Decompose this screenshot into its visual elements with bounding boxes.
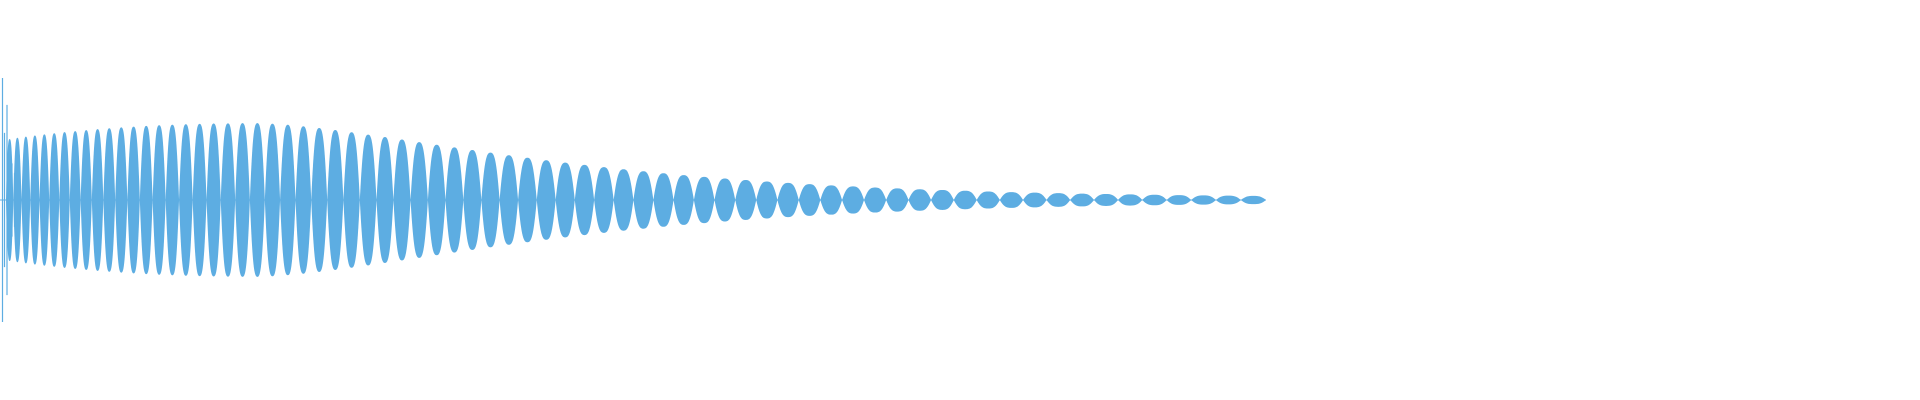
waveform-lobes (0, 78, 1266, 322)
